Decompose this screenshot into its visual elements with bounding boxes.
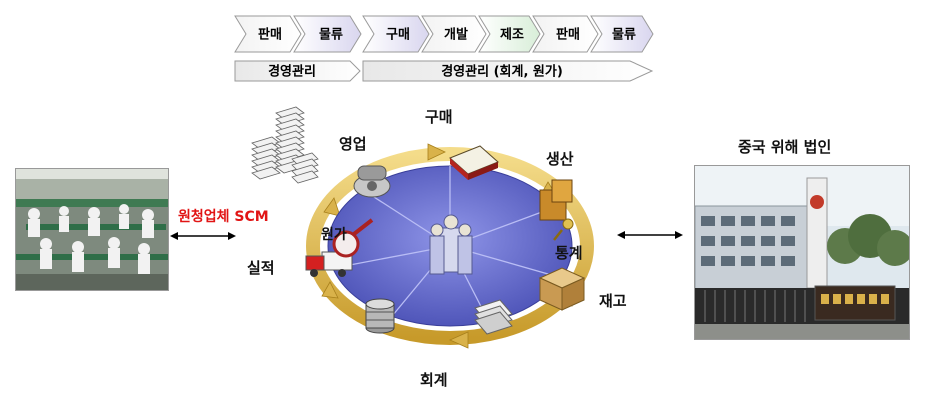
key-icon [553,218,574,241]
chevron-label: 개발 [444,27,468,43]
chevron-purchase: 구매 [362,15,430,53]
magnifier-icon [332,218,374,258]
chevron-logistics: 물류 [590,15,654,53]
cycle-ring [306,147,594,345]
label-purchase: 구매 [425,108,453,126]
management-bar-left: 경영관리 [234,60,361,82]
scm-label: 원청업체 SCM [178,209,269,225]
chevron-label: 구매 [386,28,410,43]
label-cost: 원가 [321,227,347,243]
people-icon [429,214,473,275]
subsidiary-bidirectional-arrow [617,231,683,239]
label-inventory: 재고 [599,292,627,310]
management-bar-label: 경영관리 [268,64,316,80]
management-bar-right: 경영관리 (회계, 원가) [362,60,654,82]
chevron-left-sales: 판매 [234,15,302,53]
management-bar-label: 경영관리 (회계, 원가) [441,64,563,80]
subsidiary-building-photo [694,165,910,340]
chevron-label: 물류 [319,28,343,43]
paper-stack-icon [251,106,319,184]
coin-stack-icon [365,298,395,334]
erp-cycle-diagram [305,143,594,349]
label-production: 생산 [546,150,574,168]
chevron-label: 제조 [500,28,524,43]
label-sales: 영업 [339,135,367,153]
chevron-label: 물류 [612,28,636,43]
book-icon [449,145,499,180]
chevron-label: 판매 [258,27,282,43]
label-performance: 실적 [247,259,275,277]
boxes-icon [539,179,573,221]
subsidiary-title: 중국 위해 법인 [738,138,832,156]
factory-floor-photo [15,168,169,291]
chevron-sales: 판매 [532,15,599,53]
process-chevron-row: 판매 물류 구매 개발 제조 판매 물류 경영관리 경영관리 (회계, 원가) [234,15,654,82]
label-accounting: 회계 [420,371,448,389]
crates-icon [538,267,586,311]
scm-bidirectional-arrow [170,232,236,240]
telephone-icon [353,165,391,198]
label-statistics: 통계 [555,244,583,262]
chevron-label: 판매 [556,27,580,43]
chevron-manufacturing: 제조 [478,15,541,53]
chevron-development: 개발 [421,15,487,53]
documents-icon [474,299,513,335]
chevron-left-logistics: 물류 [293,15,362,53]
